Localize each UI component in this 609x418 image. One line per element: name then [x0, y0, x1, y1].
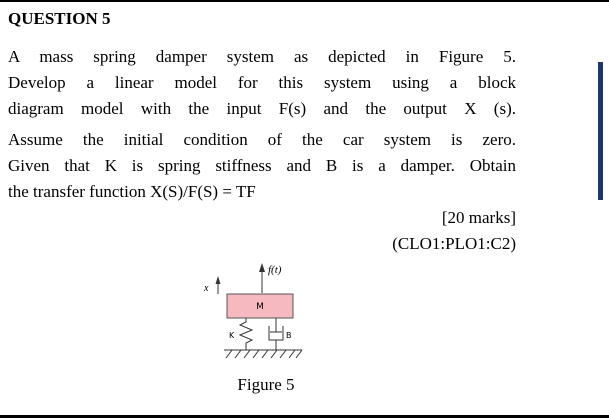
paragraph-line: Assume the initial condition of the car …	[8, 130, 516, 149]
mass-label: M	[256, 302, 264, 312]
clo-line: (CLO1:PLO1:C2)	[392, 234, 516, 253]
marks-block: [20 marks] (CLO1:PLO1:C2)	[8, 205, 516, 257]
spring-symbol	[238, 318, 254, 350]
paragraph-line: Develop a linear model for this system u…	[8, 73, 516, 92]
spring-label: K	[229, 331, 235, 340]
force-arrow-icon	[259, 263, 265, 293]
paragraph-line: A mass spring damper system as depicted …	[8, 47, 516, 66]
right-accent-bar	[598, 62, 603, 200]
question-paragraph-2: Assume the initial condition of the car …	[8, 127, 516, 205]
damper-symbol	[268, 318, 284, 350]
paragraph-line: the transfer function X(S)/F(S) = TF	[8, 182, 256, 201]
displacement-arrow-icon	[215, 276, 221, 294]
figure-caption: Figure 5	[237, 375, 295, 394]
displacement-label: x	[203, 283, 209, 294]
question-title: QUESTION 5	[8, 9, 111, 28]
paragraph-line: diagram model with the input F(s) and th…	[8, 99, 516, 118]
mass-block	[226, 293, 294, 319]
top-border-line	[0, 0, 609, 2]
marks-line: [20 marks]	[441, 208, 516, 227]
paragraph-line: Given that K is spring stiffness and B i…	[8, 156, 516, 175]
damper-label: B	[286, 331, 292, 340]
ground-hatch	[224, 349, 303, 359]
figure-5: f(t) x M K B	[196, 260, 336, 396]
question-paragraph-1: A mass spring damper system as depicted …	[8, 44, 516, 122]
force-label: f(t)	[268, 264, 282, 276]
mass-spring-damper-diagram: f(t) x M K B	[203, 263, 303, 359]
bottom-border-line	[0, 415, 609, 418]
